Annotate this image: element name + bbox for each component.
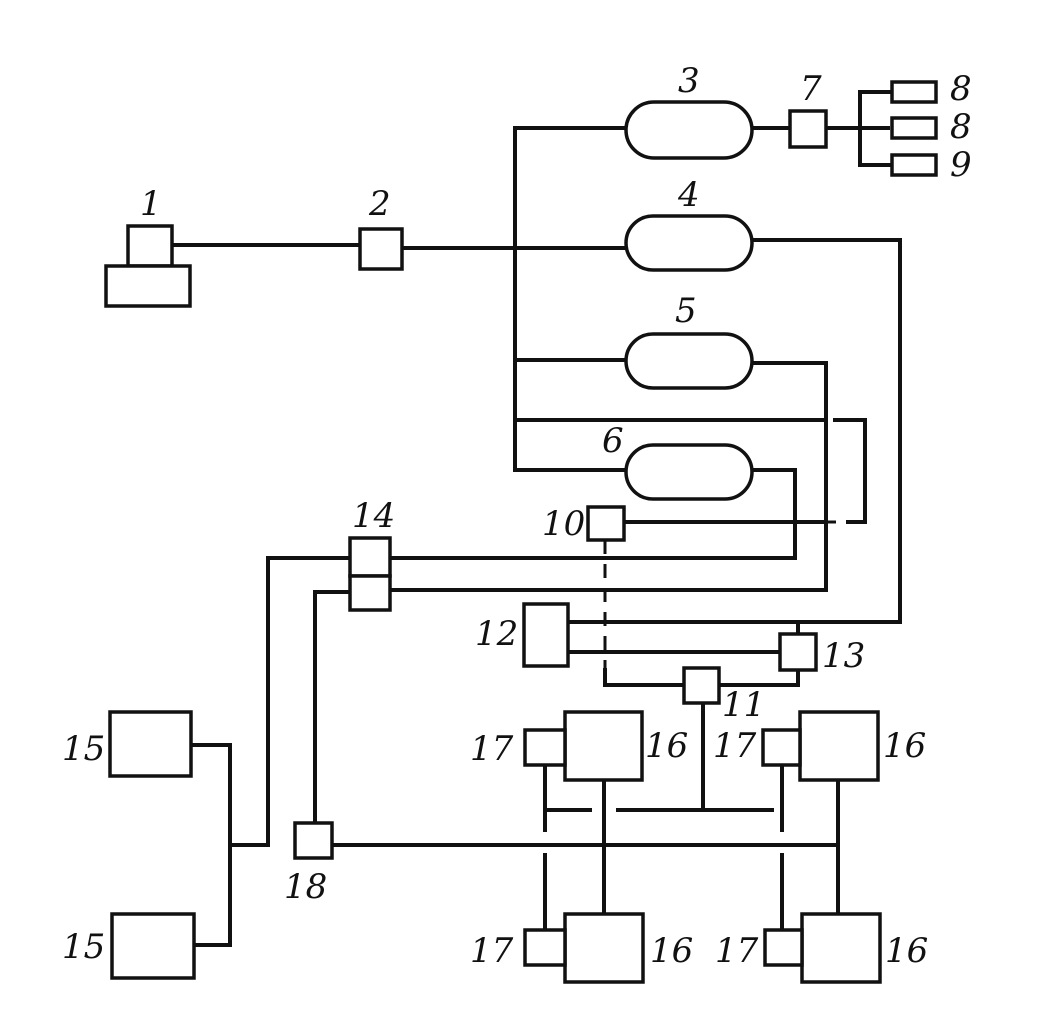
label-10: 10 [542, 504, 585, 544]
unit-16a [563, 710, 644, 782]
label-16a: 16 [645, 726, 688, 766]
compressor-top [126, 224, 174, 268]
unit-8a [890, 80, 938, 104]
unit-13 [778, 632, 818, 672]
label-15a: 15 [62, 729, 105, 769]
unit-18 [293, 821, 334, 860]
labels: 1 2 3 4 5 6 7 8 8 9 10 11 12 13 14 15 15… [62, 61, 972, 971]
label-15b: 15 [62, 927, 105, 967]
label-5: 5 [675, 291, 697, 331]
label-16d: 16 [885, 931, 928, 971]
unit-8b [890, 116, 938, 140]
unit-14-upper [348, 536, 392, 578]
label-11: 11 [722, 685, 765, 725]
label-17d: 17 [715, 931, 759, 971]
label-18: 18 [284, 867, 327, 907]
unit-11 [682, 666, 721, 705]
reservoir-3 [624, 100, 754, 160]
unit-16d [800, 912, 882, 984]
label-16b: 16 [883, 726, 926, 766]
unit-16b [798, 710, 880, 782]
unit-15a [108, 710, 193, 778]
label-8a: 8 [950, 69, 972, 109]
label-4: 4 [677, 175, 700, 215]
label-13: 13 [822, 636, 865, 676]
components [104, 80, 938, 984]
unit-16c [563, 912, 645, 984]
unit-12 [522, 602, 570, 668]
unit-17d [763, 928, 804, 967]
label-17b: 17 [713, 726, 757, 766]
unit-14-lower [348, 574, 392, 612]
reservoir-6 [624, 443, 754, 501]
reservoir-5 [624, 332, 754, 390]
label-6: 6 [602, 421, 624, 461]
label-2: 2 [368, 184, 391, 224]
unit-10 [586, 505, 626, 542]
label-12: 12 [475, 614, 518, 654]
unit-17a [523, 728, 567, 767]
unit-2 [358, 227, 404, 271]
label-17c: 17 [470, 931, 514, 971]
label-17a: 17 [470, 729, 514, 769]
reservoir-4 [624, 214, 754, 272]
label-3: 3 [678, 61, 700, 101]
label-9: 9 [950, 145, 972, 185]
label-7: 7 [800, 69, 822, 109]
unit-7 [788, 109, 828, 149]
connection-lines [170, 90, 902, 947]
unit-15b [110, 912, 196, 980]
dashed-lines [603, 520, 846, 675]
label-16c: 16 [650, 931, 693, 971]
unit-9 [890, 153, 938, 177]
unit-17b [761, 728, 802, 767]
label-8b: 8 [950, 107, 972, 147]
unit-17c [523, 928, 567, 967]
label-1: 1 [140, 184, 162, 224]
label-14: 14 [352, 496, 395, 536]
compressor-base [104, 264, 192, 308]
